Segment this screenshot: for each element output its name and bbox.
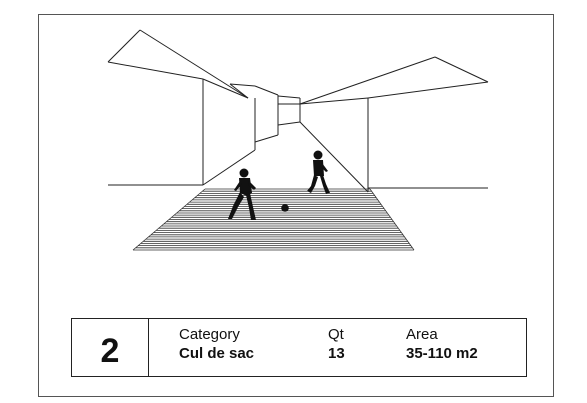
pavement-edge: [369, 188, 415, 251]
distant-houses: [229, 83, 301, 143]
category-header: Category: [179, 326, 240, 343]
typology-card: [38, 14, 554, 397]
quantity-header: Qt: [328, 326, 344, 343]
category-column: Category Cul de sac: [179, 326, 254, 364]
info-table: 2 Category Cul de sac Qt 13 Area 35-110 …: [71, 318, 527, 377]
quantity-value: 13: [328, 345, 345, 362]
number-cell: 2: [72, 319, 149, 376]
left-house: [107, 29, 256, 186]
right-house: [299, 56, 489, 193]
child-right-silhouette: [307, 150, 330, 194]
category-value: Cul de sac: [179, 345, 255, 362]
typology-number: 2: [100, 332, 120, 370]
area-column: Area 35-110 m2: [406, 326, 478, 364]
pavement-edge: [132, 188, 206, 251]
ball: [281, 204, 289, 212]
quantity-column: Qt 13: [328, 326, 345, 364]
figures: [228, 150, 330, 220]
street-pavement: [132, 188, 415, 251]
child-left-silhouette: [228, 168, 256, 220]
area-header: Area: [406, 326, 438, 343]
area-value: 35-110 m2: [406, 345, 478, 362]
